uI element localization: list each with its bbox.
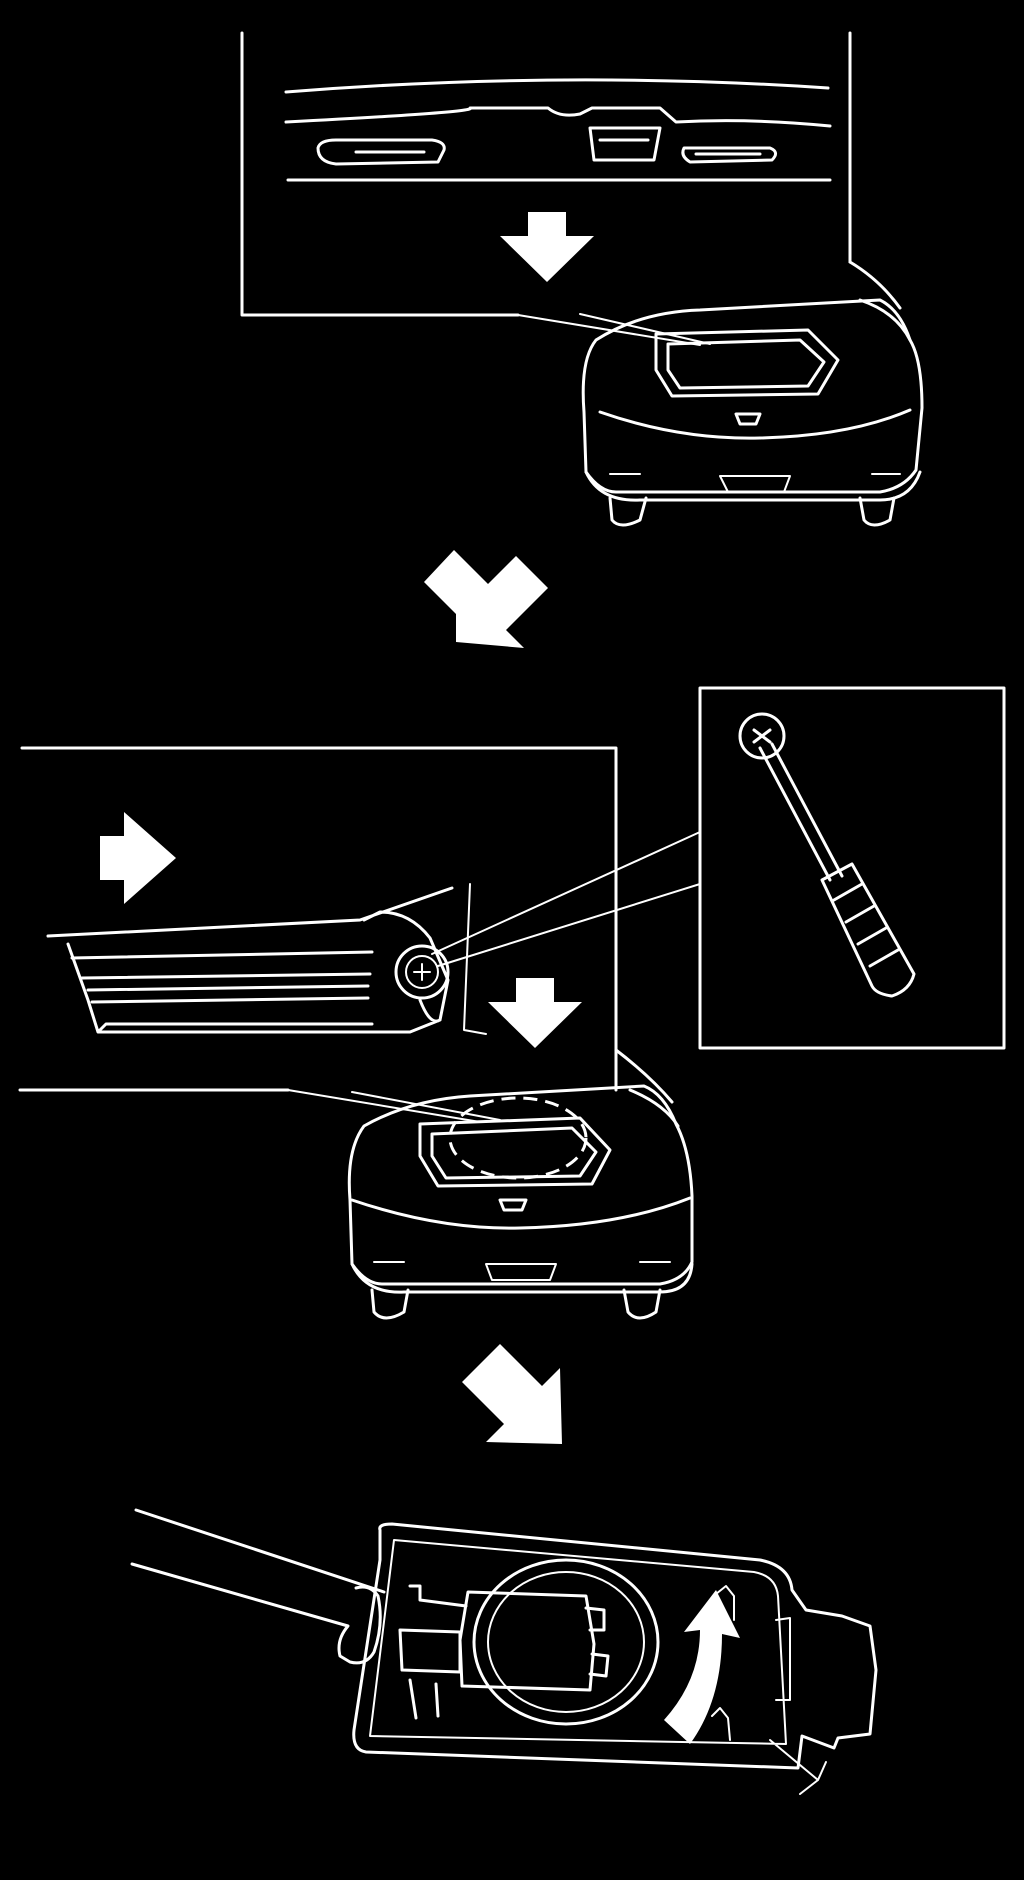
arrow-down-icon xyxy=(500,212,594,282)
license-lamp-center xyxy=(588,126,662,162)
lamp-tabs xyxy=(711,1585,791,1741)
step-1-group xyxy=(240,31,924,527)
step-2-group xyxy=(18,686,1006,1320)
tailgate-trim-lines xyxy=(284,78,832,182)
arrow-down-left-head xyxy=(456,556,548,648)
step-1-detail-frame xyxy=(240,31,852,317)
bulb-socket-inner-ring xyxy=(487,1571,645,1713)
target-area-dashed-circle xyxy=(448,1096,588,1180)
vehicle-rear-1 xyxy=(581,260,924,527)
arrow-down-right-icon xyxy=(462,1344,562,1444)
connector-latch xyxy=(398,1584,468,1720)
screw-head xyxy=(405,955,439,989)
screw-cross xyxy=(413,963,431,981)
arrow-down-icon-2 xyxy=(488,978,582,1048)
license-lamp-left xyxy=(316,138,446,166)
screwdriver-icon xyxy=(738,712,916,998)
vehicle-rear-2 xyxy=(347,1048,694,1320)
lamp-assembly-inner xyxy=(369,1539,827,1795)
step-3-group xyxy=(130,1508,878,1795)
lamp-assembly-outer xyxy=(352,1522,878,1770)
tool-handle xyxy=(130,1508,386,1665)
bulb-socket-ring xyxy=(472,1558,660,1726)
lamp-housing xyxy=(46,886,454,1034)
mounting-bracket xyxy=(463,883,487,1035)
arrow-right-icon xyxy=(100,812,176,904)
rotate-arrow-icon xyxy=(664,1590,740,1744)
screw-icon xyxy=(394,944,450,1000)
license-lamp-right xyxy=(681,146,777,164)
screwdriver-inset-frame xyxy=(698,686,1006,1050)
step-2-callout-lines xyxy=(287,1089,501,1123)
step-2-detail-frame xyxy=(18,746,618,1092)
screwdriver-callout-lines xyxy=(431,831,701,967)
step-1-callout-lines xyxy=(517,313,711,346)
